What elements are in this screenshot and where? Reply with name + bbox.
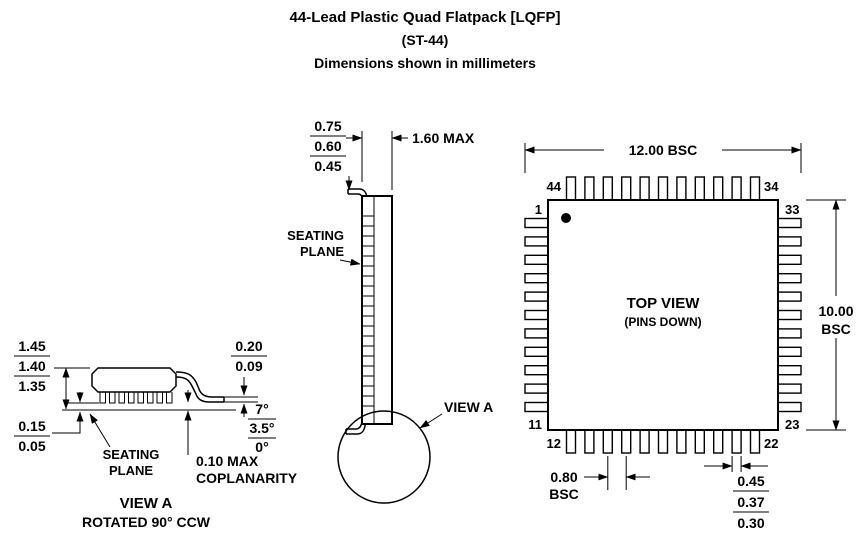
dim-standoff-max: 0.15: [18, 418, 45, 434]
view-a-callout-text: VIEW A: [444, 399, 493, 415]
dim-lead-width: 0.45 0.37 0.30: [704, 456, 769, 531]
seating-plane-word1: SEATING: [287, 228, 344, 243]
dim-thickness: 1.60 MAX: [346, 130, 475, 190]
view-a-detail: 1.45 1.40 1.35 0.15 0.05 SEATING PLANE 0…: [14, 338, 298, 530]
pin-label-22: 22: [764, 436, 778, 451]
dim-lead-width-min: 0.30: [737, 515, 764, 531]
pin-label-1: 1: [535, 202, 542, 217]
title-block: 44-Lead Plastic Quad Flatpack [LQFP] (ST…: [290, 9, 561, 71]
dim-height-max: 1.45: [18, 338, 45, 354]
dim-height-unit: BSC: [821, 321, 851, 337]
dim-pitch: 0.80 BSC: [549, 456, 650, 502]
dim-pitch-value: 0.80: [550, 469, 577, 485]
pin1-indicator-dot: [561, 213, 571, 223]
view-a-caption: VIEW A ROTATED 90° CCW: [82, 495, 211, 530]
dim-angle-nom: 3.5°: [249, 420, 274, 436]
top-view-label: TOP VIEW: [627, 295, 701, 312]
top-view-sublabel: (PINS DOWN): [624, 315, 701, 329]
side-body: [361, 195, 393, 425]
dim-height-nom: 1.40: [18, 358, 45, 374]
pin-label-23: 23: [785, 417, 799, 432]
dim-coplanarity: 0.10 MAX COPLANARITY: [184, 390, 298, 486]
detail-lead: [175, 371, 225, 403]
title-line2: (ST-44): [402, 32, 449, 48]
dim-foot-max: 0.75: [314, 118, 341, 134]
dim-height-value: 10.00: [818, 303, 853, 319]
coplanarity-line2: COPLANARITY: [196, 470, 298, 486]
pin-label-44: 44: [547, 179, 562, 194]
seating-plane-detail-word2: PLANE: [109, 463, 153, 478]
pin-label-12: 12: [547, 436, 561, 451]
seating-plane-detail-word1: SEATING: [103, 447, 160, 462]
dim-angle-max: 7°: [255, 401, 268, 417]
title-line3: Dimensions shown in millimeters: [314, 55, 536, 71]
pin-label-34: 34: [764, 179, 779, 194]
view-a-caption-line1: VIEW A: [120, 495, 173, 512]
coplanarity-line1: 0.10 MAX: [196, 453, 259, 469]
left-pin-column: [524, 217, 549, 413]
dim-thickness-text: 1.60 MAX: [412, 130, 475, 146]
dim-lead-thickness-min: 0.09: [235, 358, 262, 374]
seating-plane-word2: PLANE: [300, 244, 344, 259]
package-body: [547, 199, 779, 431]
dim-standoff-min: 0.05: [18, 438, 45, 454]
dim-height-min: 1.35: [18, 378, 45, 394]
view-a-callout: VIEW A: [419, 399, 493, 429]
dim-pitch-unit: BSC: [549, 486, 579, 502]
title-line1: 44-Lead Plastic Quad Flatpack [LQFP]: [290, 9, 561, 26]
dim-height-10mm: 10.00 BSC: [806, 199, 854, 431]
lead-comb: [99, 392, 173, 404]
dim-foot-length: 0.75 0.60 0.45: [310, 118, 353, 191]
dim-foot-nom: 0.60: [314, 138, 341, 154]
dim-standoff: 0.15 0.05: [14, 392, 99, 454]
dim-angle-min: 0°: [255, 439, 268, 455]
dim-lead-thickness: 0.20 0.09: [224, 338, 267, 417]
bottom-pin-row: [565, 429, 761, 454]
dim-lead-angle: 7° 3.5° 0°: [248, 401, 276, 455]
seating-plane-callout-detail: SEATING PLANE: [89, 413, 160, 478]
top-pin-row: [565, 176, 761, 201]
dim-width-12mm: 12.00 BSC: [524, 142, 802, 173]
pin-label-11: 11: [528, 417, 542, 432]
dim-width-text: 12.00 BSC: [629, 142, 697, 158]
dim-lead-width-max: 0.45: [737, 473, 764, 489]
pin-label-33: 33: [785, 202, 799, 217]
dim-foot-min: 0.45: [314, 158, 341, 174]
view-a-caption-line2: ROTATED 90° CCW: [82, 514, 211, 530]
side-view: 0.75 0.60 0.45 1.60 MAX SEATING PLANE VI…: [287, 118, 493, 504]
right-pin-column: [777, 217, 802, 413]
side-lead-stack: [362, 215, 374, 407]
detail-circle: [337, 410, 431, 504]
detail-body: [91, 367, 177, 393]
dim-lead-width-nom: 0.37: [737, 494, 764, 510]
dim-lead-thickness-max: 0.20: [235, 338, 262, 354]
dim-height-stack: 1.45 1.40 1.35: [14, 338, 90, 410]
top-view: TOP VIEW (PINS DOWN) 44 34 1 33 11 23 12…: [524, 142, 854, 531]
seating-plane-callout-side: SEATING PLANE: [287, 228, 361, 266]
